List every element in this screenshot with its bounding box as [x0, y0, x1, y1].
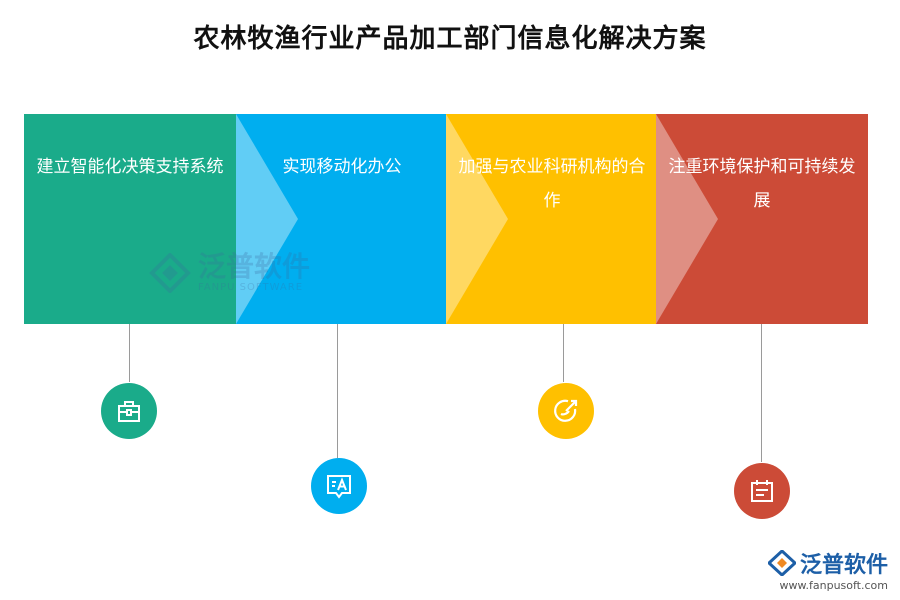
calendar-icon: [751, 480, 773, 502]
step-panel-4: 注重环境保护和可持续发展: [656, 114, 868, 324]
connector-line-2: [337, 324, 338, 458]
step-label-2: 实现移动化办公: [282, 157, 402, 177]
watermark-logo-icon: [149, 252, 191, 293]
step-label-3: 加强与农业科研机构的合作: [458, 157, 646, 211]
connector-line-1: [129, 324, 130, 382]
connector-line-4: [761, 324, 762, 462]
step-panel-3: 加强与农业科研机构的合作: [446, 114, 658, 324]
page-title: 农林牧渔行业产品加工部门信息化解决方案: [193, 24, 707, 54]
chevron-arrow-2: [446, 114, 508, 324]
chevron-arrow-1: [236, 114, 298, 324]
step-icon-circle-2: [311, 458, 367, 514]
brand-name: 泛普软件: [799, 553, 888, 578]
step-icon-circle-4: [734, 463, 790, 519]
step-panel-2: 实现移动化办公: [236, 114, 448, 324]
step-panel-1: 建立智能化决策支持系统: [24, 114, 236, 324]
step-icon-circle-3: [538, 383, 594, 439]
watermark: 泛普软件 FANPU SOFTWARE: [148, 252, 310, 293]
brand-url: www.fanpusoft.com: [779, 579, 888, 592]
brand-logo-icon: [767, 550, 796, 576]
step-icon-circle-1: [101, 383, 157, 439]
step-label-1: 建立智能化决策支持系统: [36, 157, 224, 177]
brand-logo: 泛普软件 www.fanpusoft.com: [767, 547, 888, 592]
message-a-icon: [327, 475, 351, 499]
watermark-name: 泛普软件: [198, 250, 311, 283]
connector-line-3: [563, 324, 564, 382]
watermark-english: FANPU SOFTWARE: [198, 282, 304, 293]
target-arrow-icon: [554, 399, 578, 422]
step-label-4: 注重环境保护和可持续发展: [668, 157, 856, 211]
briefcase-icon: [118, 401, 140, 422]
chevron-arrow-3: [656, 114, 718, 324]
